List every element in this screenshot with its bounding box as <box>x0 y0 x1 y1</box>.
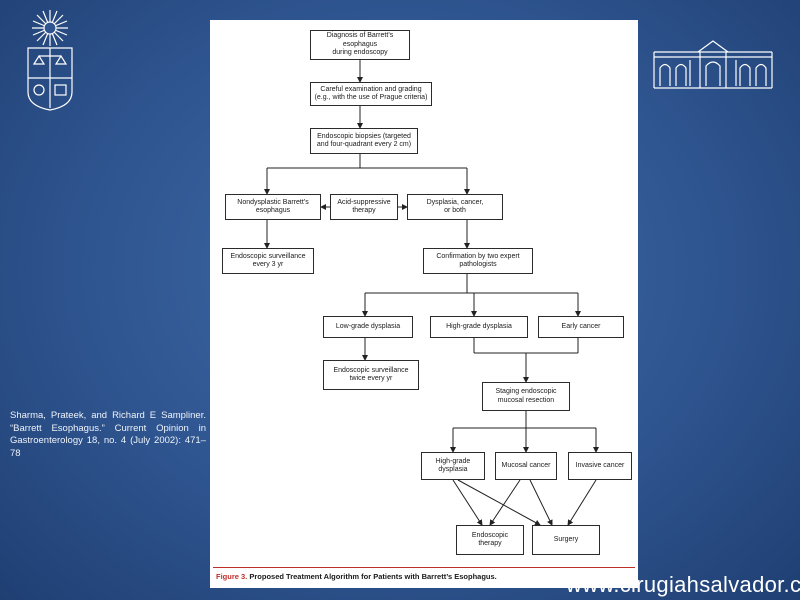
building-icon <box>653 40 773 89</box>
shield-icon <box>27 10 73 111</box>
node-endoscopic-therapy: Endoscopic therapy <box>456 525 524 555</box>
node-low-grade-dysplasia: Low-grade dysplasia <box>323 316 413 338</box>
node-early-cancer: Early cancer <box>538 316 624 338</box>
figure-title: Proposed Treatment Algorithm for Patient… <box>249 572 497 581</box>
node-confirmation: Confirmation by two expert pathologists <box>423 248 533 274</box>
node-high-grade-dysplasia: High-grade dysplasia <box>430 316 528 338</box>
node-staging-resection: Staging endoscopic mucosal resection <box>482 382 570 411</box>
node-mucosal-cancer: Mucosal cancer <box>495 452 557 480</box>
node-exam-grading: Careful examination and grading (e.g., w… <box>310 82 432 106</box>
node-acid-suppressive: Acid-suppressive therapy <box>330 194 398 220</box>
hospital-building-logo <box>652 38 774 92</box>
node-high-grade-dysplasia-2: High-grade dysplasia <box>421 452 485 480</box>
figure-label: Figure 3. <box>216 572 248 581</box>
node-invasive-cancer: Invasive cancer <box>568 452 632 480</box>
node-nondysplastic: Nondysplastic Barrett’s esophagus <box>225 194 321 220</box>
university-emblem-logo <box>22 8 78 112</box>
node-biopsies: Endoscopic biopsies (targeted and four-q… <box>310 128 418 154</box>
node-dysplasia-cancer: Dysplasia, cancer, or both <box>407 194 503 220</box>
node-surgery: Surgery <box>532 525 600 555</box>
treatment-algorithm-figure: Diagnosis of Barrett’s esophagus during … <box>210 20 638 588</box>
citation-text: Sharma, Prateek, and Richard E Sampliner… <box>10 410 206 459</box>
figure-caption: Figure 3. Proposed Treatment Algorithm f… <box>216 572 497 581</box>
node-surveillance-twice-yr: Endoscopic surveillance twice every yr <box>323 360 419 390</box>
caption-divider <box>213 567 635 568</box>
node-diagnosis: Diagnosis of Barrett’s esophagus during … <box>310 30 410 60</box>
flowchart-connectors <box>264 60 599 526</box>
node-surveillance-3yr: Endoscopic surveillance every 3 yr <box>222 248 314 274</box>
